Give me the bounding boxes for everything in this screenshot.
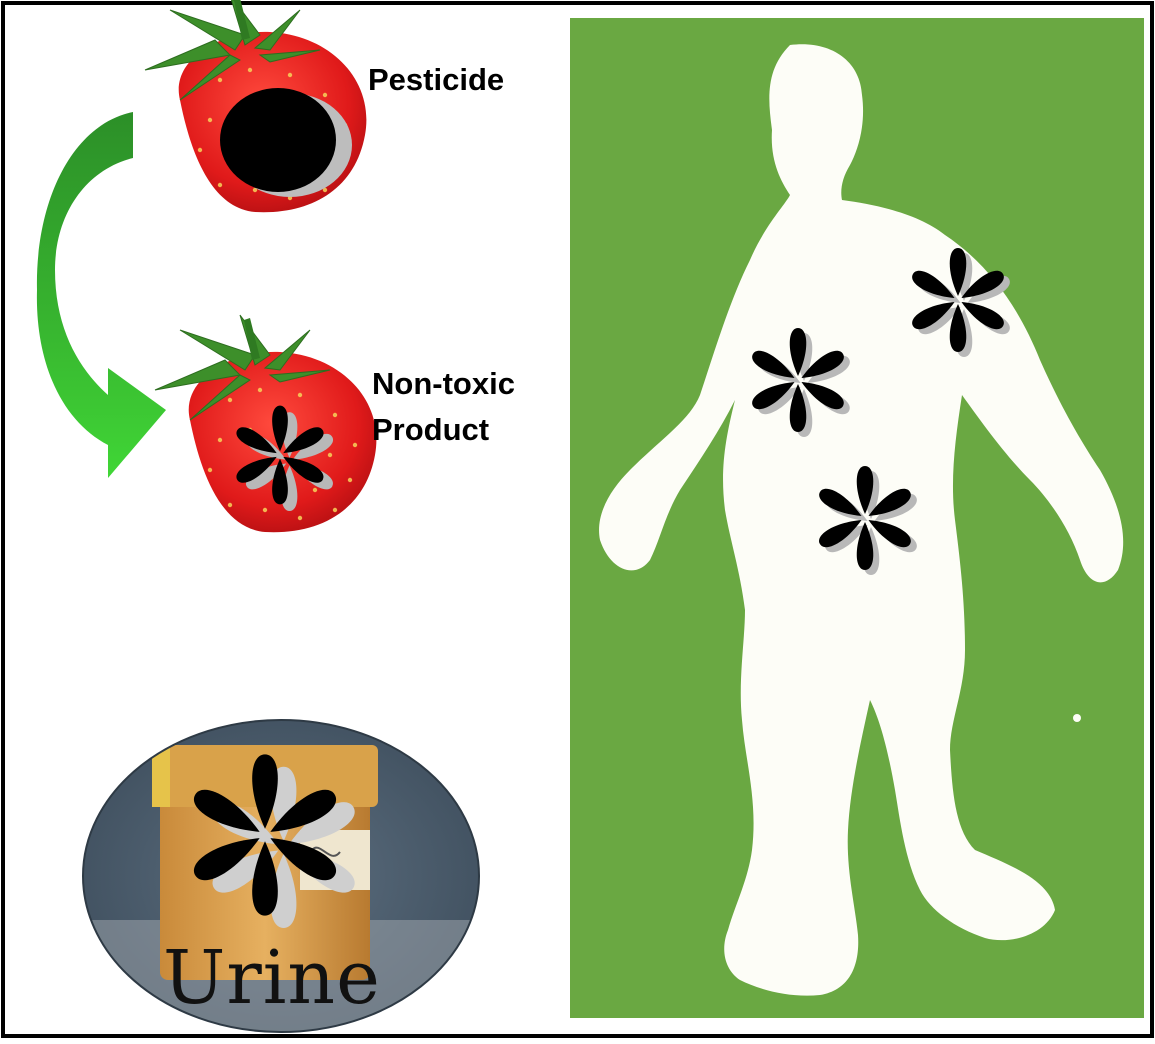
urine-label: Urine (163, 935, 381, 1021)
pesticide-dot (220, 88, 336, 192)
strawberry-product (155, 315, 376, 532)
product-label-line2: Product (372, 412, 489, 448)
pesticide-label: Pesticide (368, 62, 504, 98)
metabolism-arrow (37, 112, 166, 478)
product-label-line1: Non-toxic (372, 366, 515, 402)
